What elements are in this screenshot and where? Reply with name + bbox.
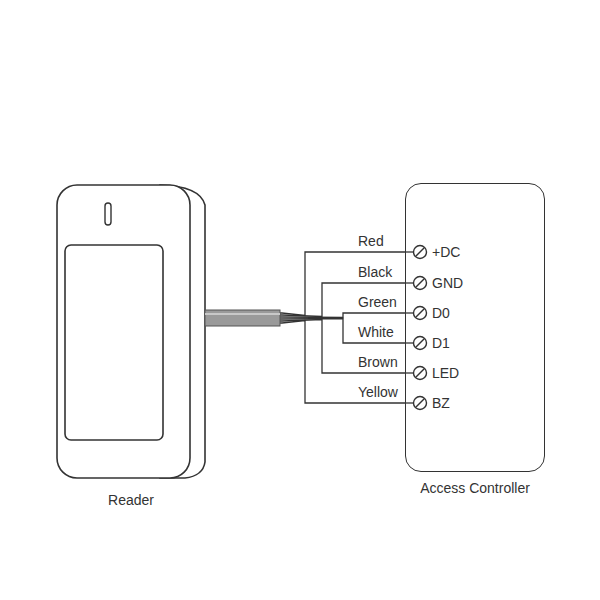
wire — [205, 321, 405, 404]
device-label: Reader — [108, 492, 154, 508]
terminals — [406, 246, 427, 410]
wire-stub — [406, 312, 414, 313]
reader-window — [65, 245, 163, 440]
pin-name: BZ — [431, 395, 451, 411]
wire-color: Red — [357, 233, 385, 249]
controller-box: Access Controller — [405, 183, 545, 472]
wire-color: White — [357, 324, 395, 340]
terminal-slot — [416, 369, 424, 377]
terminal-slot — [416, 248, 424, 256]
terminal-slot — [416, 279, 424, 287]
wire-stub — [406, 372, 414, 373]
cable — [205, 310, 280, 326]
wire-color: Green — [357, 294, 398, 310]
cable-highlight — [205, 313, 280, 315]
terminal-slot — [416, 309, 424, 317]
wire-color: Brown — [357, 354, 399, 370]
terminal-slot — [416, 399, 424, 407]
terminal-screw — [414, 397, 427, 410]
pin-name: D0 — [431, 305, 451, 321]
terminal-screw — [414, 246, 427, 259]
device-label: Access Controller — [420, 480, 530, 496]
wire-color: Black — [357, 264, 393, 280]
wire-color: Yellow — [357, 384, 399, 400]
wire-stub — [406, 402, 414, 403]
pin-name: +DC — [431, 244, 461, 260]
terminal-screw — [414, 277, 427, 290]
terminal-screw — [414, 337, 427, 350]
pin-name: LED — [431, 365, 460, 381]
wire-stub — [406, 342, 414, 343]
wire-stub — [406, 282, 414, 283]
pin-name: D1 — [431, 335, 451, 351]
wire — [205, 252, 405, 316]
terminal-screw — [414, 367, 427, 380]
reader-led — [105, 203, 111, 225]
wire-stub — [406, 251, 414, 252]
pin-name: GND — [431, 275, 464, 291]
reader-front — [57, 185, 190, 478]
terminal-screw — [414, 307, 427, 320]
terminal-slot — [416, 339, 424, 347]
reader-device: Reader — [57, 185, 205, 478]
